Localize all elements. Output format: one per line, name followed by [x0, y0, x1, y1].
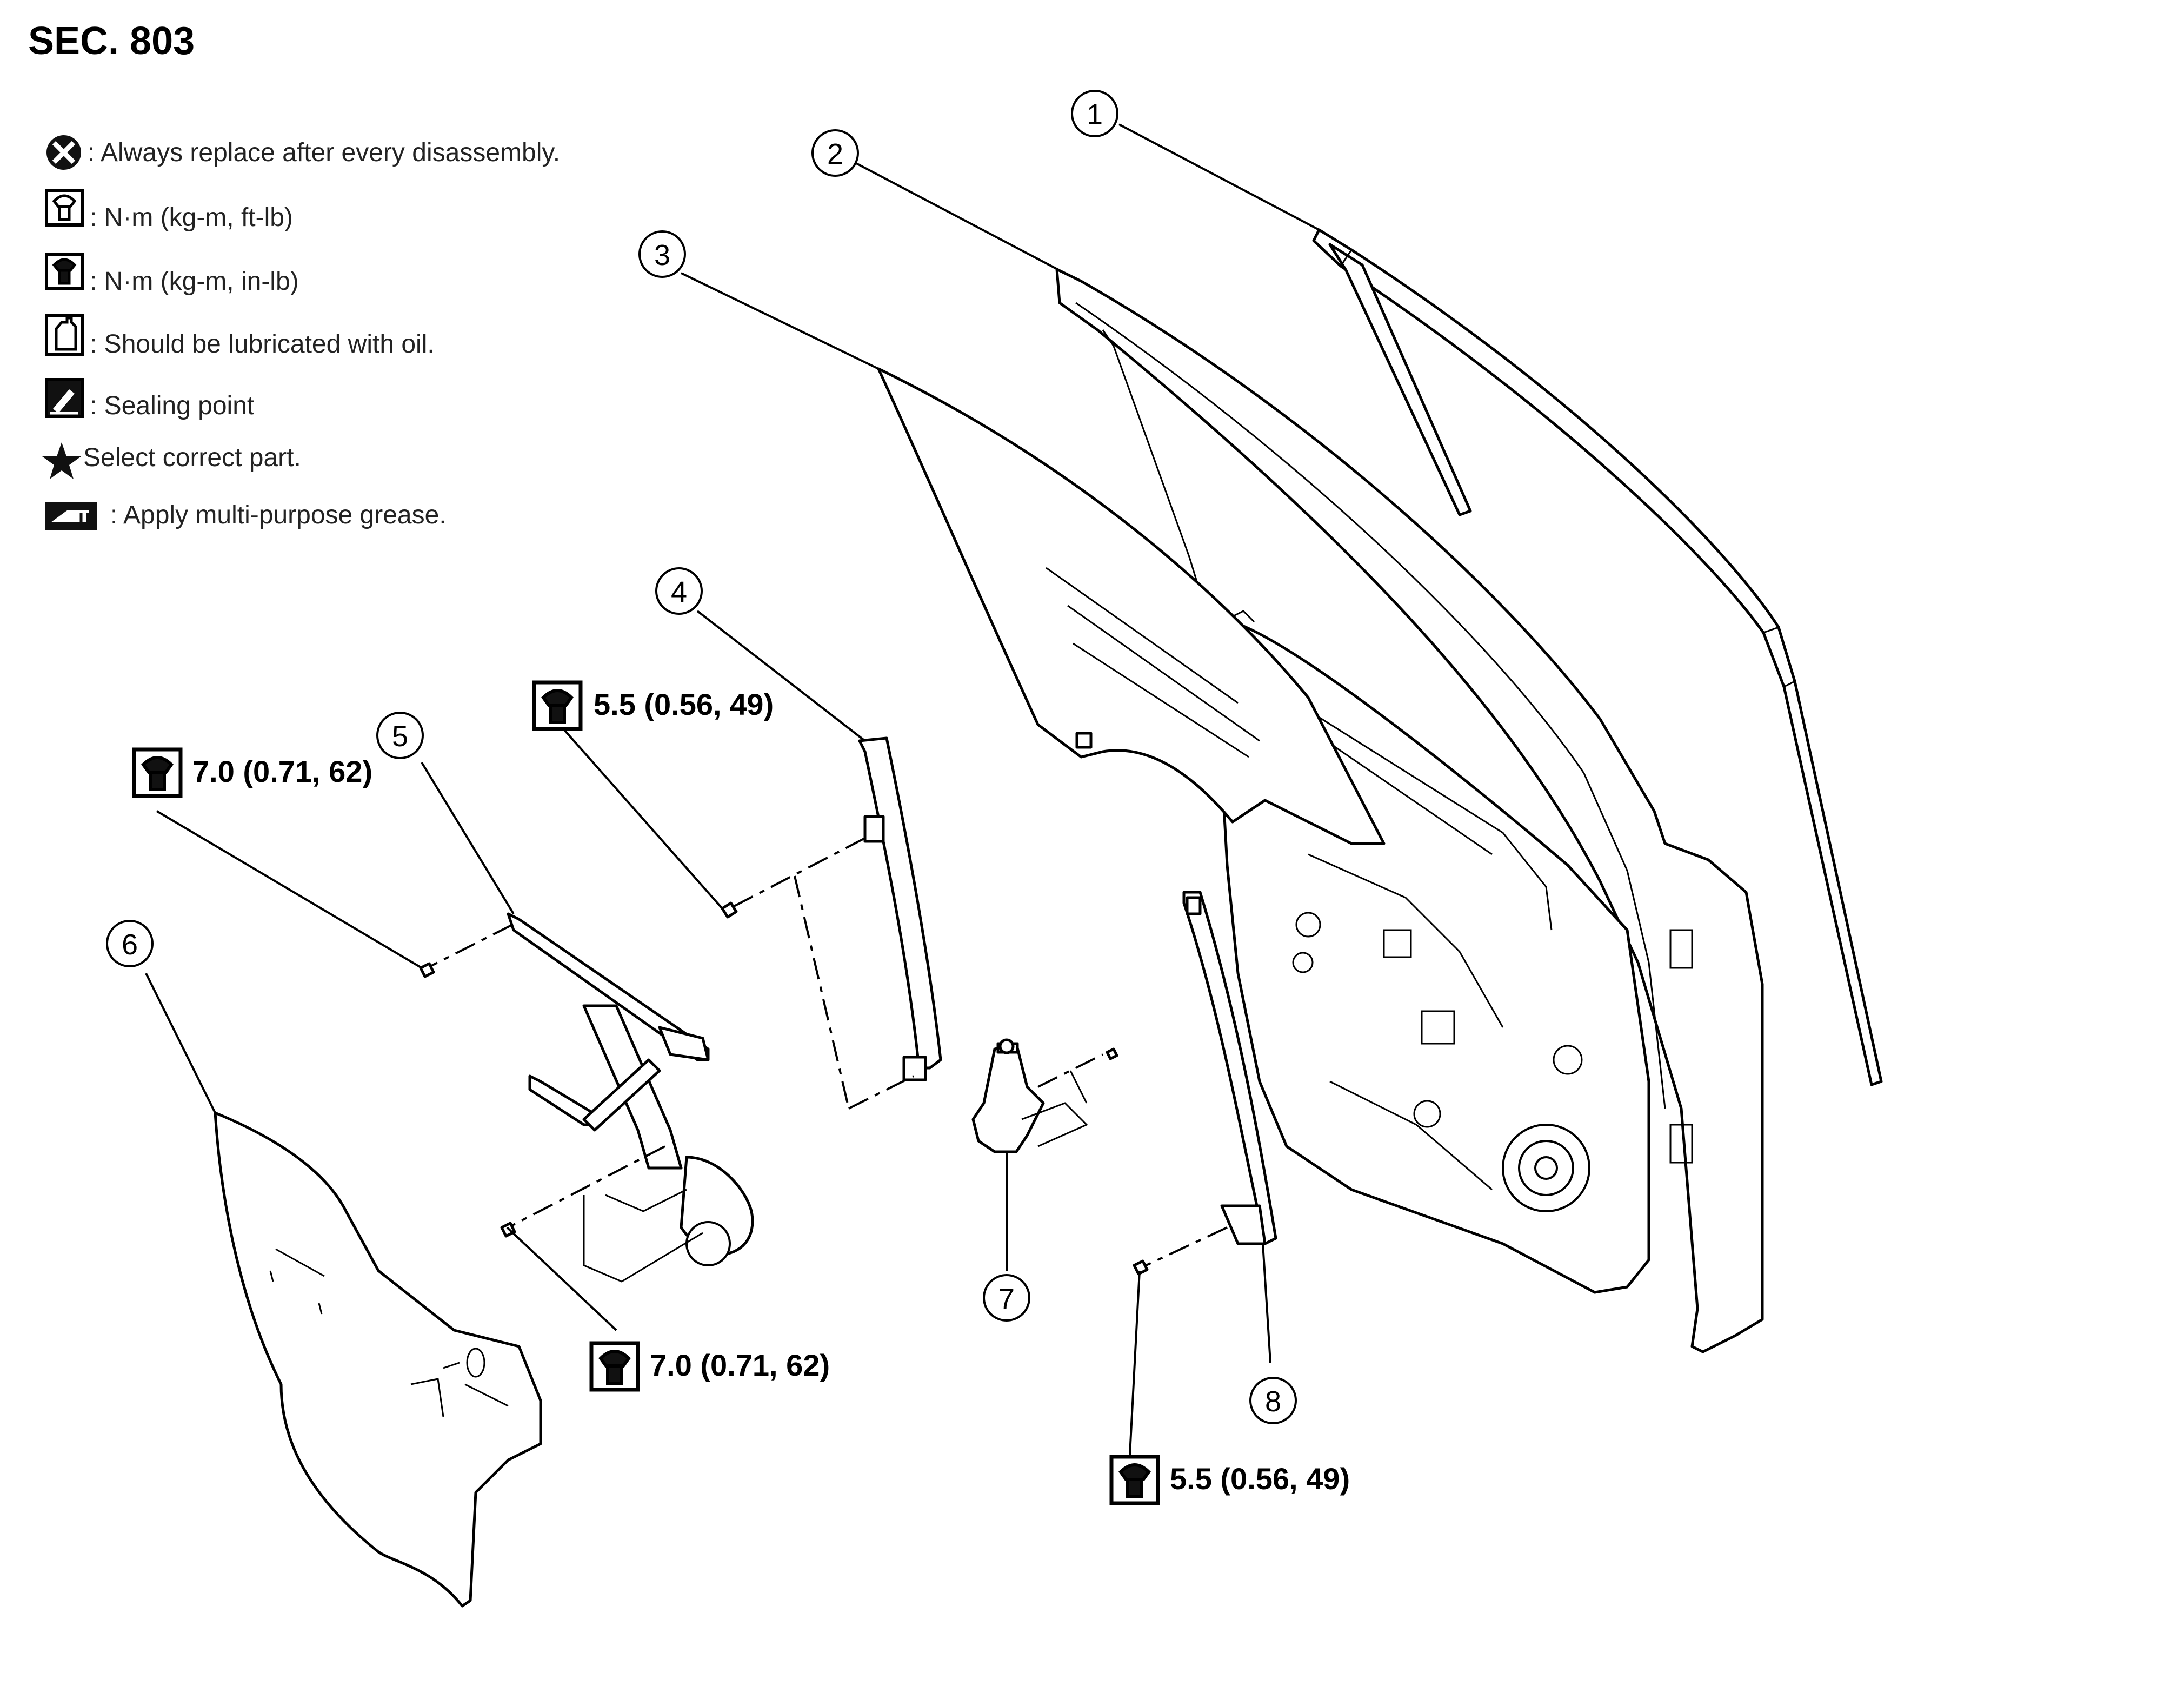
torque-wrench-inlb-icon: [589, 1341, 640, 1392]
torque-wrench-inlb-icon: [1109, 1455, 1160, 1505]
callout-1: 1: [1071, 90, 1118, 137]
legend-text-oil: : Should be lubricated with oil.: [90, 330, 435, 359]
svg-text:5: 5: [392, 720, 408, 753]
torque-wrench-inlb-icon: [532, 680, 583, 731]
legend-text-ftlb: : N·m (kg-m, ft-lb): [90, 203, 293, 232]
svg-text:4: 4: [671, 576, 687, 608]
callout-5: 5: [376, 712, 424, 759]
part-1-weatherstrip: [1312, 228, 1883, 1086]
part-7-regulator-motor: [971, 1038, 1118, 1153]
part-4-front-lower-sash: [721, 736, 942, 1110]
torque-wrench-ftlb-icon: [45, 189, 84, 227]
svg-text:7: 7: [998, 1283, 1015, 1315]
svg-text:7.0 (0.71, 62): 7.0 (0.71, 62): [650, 1348, 830, 1382]
torque-wrench-inlb-icon: [45, 253, 84, 290]
callout-6: 6: [106, 920, 154, 967]
torque-label-part-4: 5.5 (0.56, 49): [532, 680, 774, 731]
svg-text:5.5 (0.56, 49): 5.5 (0.56, 49): [594, 687, 774, 721]
svg-text:8: 8: [1265, 1385, 1281, 1418]
star-icon: [42, 442, 81, 479]
callout-8: 8: [1249, 1377, 1297, 1424]
callout-4: 4: [655, 567, 703, 615]
callout-7: 7: [983, 1274, 1030, 1322]
section-title: SEC. 803: [28, 19, 195, 63]
torque-label-part-8: 5.5 (0.56, 49): [1109, 1455, 1350, 1505]
bolt-icon: [721, 901, 738, 919]
grease-icon: [45, 502, 97, 530]
callout-3: 3: [638, 230, 686, 278]
legend: : Always replace after every disassembly…: [42, 135, 560, 530]
leader-lines: [145, 123, 1320, 1455]
legend-text-grease: : Apply multi-purpose grease.: [110, 501, 447, 529]
part-8-rear-lower-sash: [1133, 891, 1277, 1276]
legend-text-inlb: : N·m (kg-m, in-lb): [90, 267, 299, 296]
torque-label-part-5-upper: 7.0 (0.71, 62): [132, 747, 372, 798]
svg-text:1: 1: [1087, 98, 1103, 131]
bolt-icon: [1133, 1259, 1149, 1276]
sealing-point-icon: [45, 378, 84, 418]
svg-text:2: 2: [827, 138, 843, 170]
legend-text-replace: : Always replace after every disassembly…: [88, 138, 560, 167]
oil-can-icon: [45, 314, 84, 356]
torque-label-part-5-lower: 7.0 (0.71, 62): [589, 1341, 830, 1392]
torque-wrench-inlb-icon: [132, 747, 183, 798]
part-5-window-regulator: [419, 912, 754, 1283]
legend-text-star: Select correct part.: [83, 443, 301, 472]
bolt-icon: [419, 962, 435, 978]
replace-x-icon: [46, 135, 81, 170]
part-6-sealing-screen: [214, 1111, 542, 1608]
svg-text:5.5 (0.56, 49): 5.5 (0.56, 49): [1170, 1462, 1350, 1496]
svg-text:7.0 (0.71, 62): 7.0 (0.71, 62): [192, 754, 372, 788]
callout-2: 2: [811, 129, 859, 177]
bolt-icon: [1106, 1047, 1118, 1060]
legend-text-sealing: : Sealing point: [90, 391, 254, 420]
svg-text:6: 6: [122, 928, 138, 961]
part-3-door-glass: [877, 367, 1386, 845]
svg-text:3: 3: [654, 239, 670, 271]
